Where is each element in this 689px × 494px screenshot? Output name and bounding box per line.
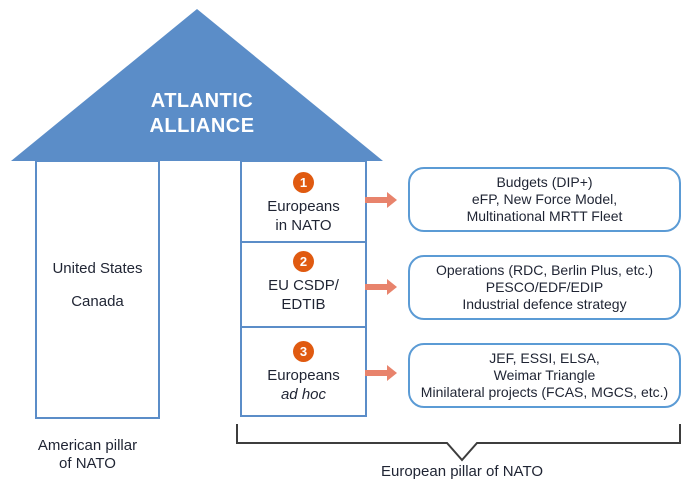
european-pillar: 1 Europeans in NATO 2 EU CSDP/ EDTIB 3 E… xyxy=(240,160,367,417)
step-2-badge-icon: 2 xyxy=(293,251,314,272)
american-pillar-members: United States Canada xyxy=(37,162,158,313)
section-europeans-ad-hoc: 3 Europeans ad hoc xyxy=(242,328,365,415)
european-pillar-bracket-icon xyxy=(236,424,681,462)
roof-triangle-icon xyxy=(11,9,383,161)
outcome-box-europeans-in-nato: Budgets (DIP+) eFP, New Force Model, Mul… xyxy=(408,167,681,232)
section-1-line1: Europeans xyxy=(267,198,340,215)
arrow-right-icon-1 xyxy=(365,192,397,208)
step-3-badge-icon: 3 xyxy=(293,341,314,362)
american-pillar: United States Canada xyxy=(35,160,160,419)
roof-title: ATLANTIC ALLIANCE xyxy=(112,89,292,139)
section-3-line1: Europeans xyxy=(267,367,340,384)
step-1-badge-icon: 1 xyxy=(293,172,314,193)
outcome-box-ad-hoc: JEF, ESSI, ELSA, Weimar Triangle Minilat… xyxy=(408,343,681,408)
european-pillar-caption: European pillar of NATO xyxy=(380,463,544,480)
roof-title-line2: ALLIANCE xyxy=(149,115,255,137)
outcome-box-eu-csdp: Operations (RDC, Berlin Plus, etc.) PESC… xyxy=(408,255,681,320)
section-3-line2: ad hoc xyxy=(280,386,327,403)
arrow-right-icon-2 xyxy=(365,279,397,295)
section-1-line2: in NATO xyxy=(275,217,332,234)
section-eu-csdp-edtib: 2 EU CSDP/ EDTIB xyxy=(242,243,365,328)
arrow-right-icon-3 xyxy=(365,365,397,381)
member-united-states: United States xyxy=(52,260,143,277)
section-3-text: Europeans ad hoc xyxy=(267,366,340,404)
section-europeans-in-nato: 1 Europeans in NATO xyxy=(242,162,365,243)
member-canada: Canada xyxy=(71,293,124,310)
roof-title-line1: ATLANTIC xyxy=(150,90,254,112)
section-2-line2: EDTIB xyxy=(281,296,326,313)
american-pillar-caption: American pillar of NATO xyxy=(37,437,138,472)
section-2-line1: EU CSDP/ xyxy=(268,277,339,294)
section-2-text: EU CSDP/ EDTIB xyxy=(268,276,339,314)
section-1-text: Europeans in NATO xyxy=(267,197,340,235)
